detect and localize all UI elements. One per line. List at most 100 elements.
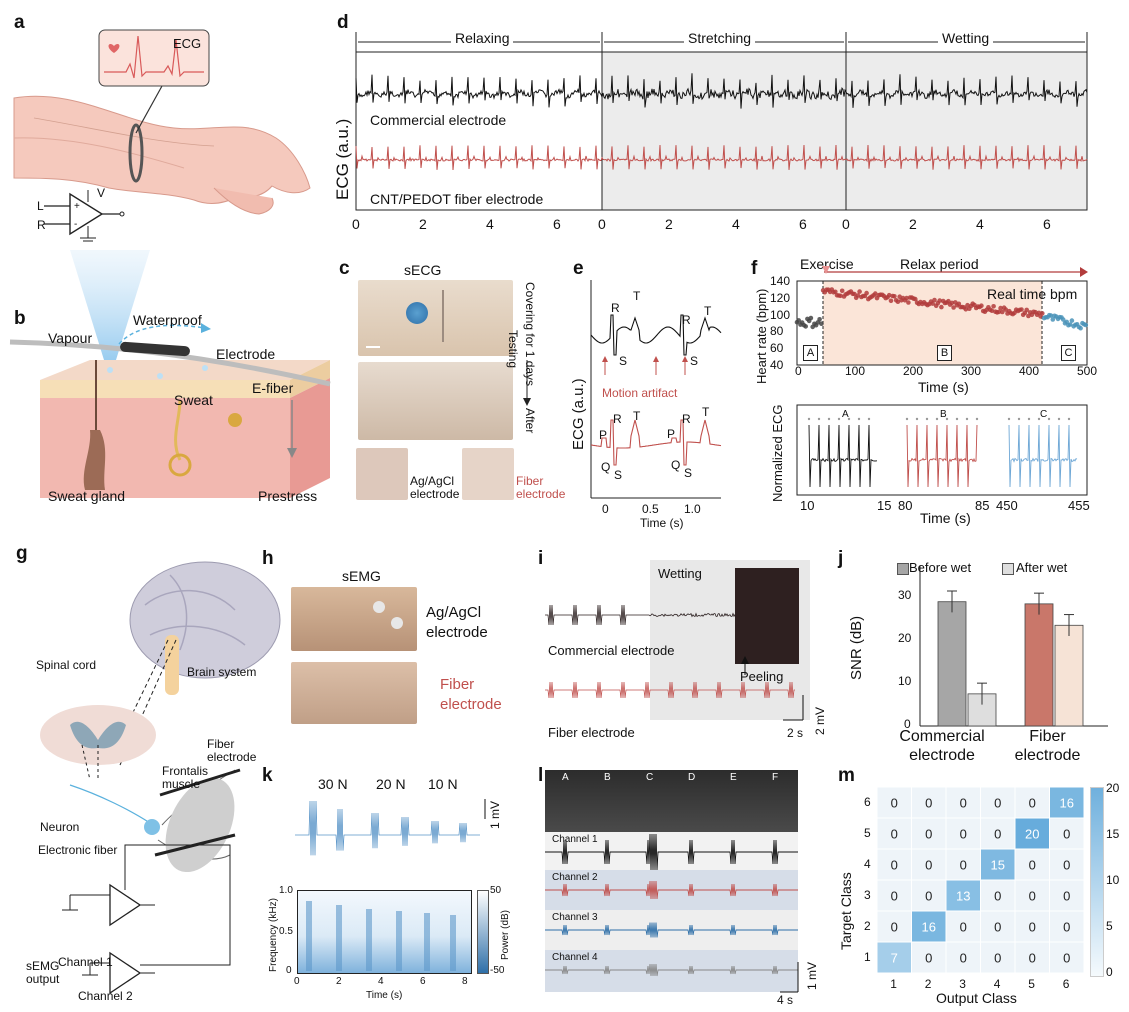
norm-dot-8 bbox=[915, 417, 919, 421]
cell-value-1-2: 0 bbox=[925, 951, 932, 966]
hr-point-68 bbox=[913, 296, 918, 302]
j-cat2: Fiber electrode bbox=[1014, 728, 1081, 764]
force-10: 10 N bbox=[428, 776, 458, 792]
h-title: sEMG bbox=[342, 568, 381, 584]
e-Q1: Q bbox=[601, 460, 611, 474]
j-cat1: Commercial electrode bbox=[899, 728, 985, 764]
i-fiber-label: Fiber electrode bbox=[548, 725, 635, 740]
m-cbar-tick-3: 5 bbox=[1106, 919, 1113, 933]
m-xtick-2: 2 bbox=[924, 977, 932, 991]
ecg-label: ECG bbox=[173, 36, 202, 51]
segment-stretching: Stretching bbox=[684, 30, 756, 46]
cell-value-1-6: 0 bbox=[1063, 951, 1070, 966]
semg-wetting-plot bbox=[545, 568, 804, 721]
hr-point-120 bbox=[1003, 307, 1009, 312]
cell-2-4 bbox=[980, 910, 1016, 943]
cell-value-1-1: 7 bbox=[891, 951, 898, 966]
cell-value-5-4: 0 bbox=[994, 827, 1001, 842]
covering-arrow-icon bbox=[523, 360, 531, 406]
channel-1-label: Channel 1 bbox=[552, 834, 598, 845]
cell-5-6 bbox=[1049, 817, 1085, 850]
norm-ecg-B bbox=[906, 424, 978, 488]
gesture-C: C bbox=[646, 772, 654, 783]
semg-agagcl-photo bbox=[291, 587, 417, 651]
d-tick-8: 0 bbox=[842, 216, 850, 232]
f-xtick-4: 400 bbox=[1019, 364, 1040, 378]
panel-label-b: b bbox=[14, 308, 26, 329]
c-fiber-label: Fiber electrode bbox=[516, 474, 566, 501]
norm-dot-14 bbox=[975, 417, 979, 421]
e-T3: T bbox=[633, 409, 641, 423]
spec-burst-2 bbox=[336, 905, 342, 971]
norm-dot-9 bbox=[925, 417, 929, 421]
hr-point-157 bbox=[1067, 322, 1073, 327]
cbar-max: 50 bbox=[490, 885, 502, 896]
m-cbar-tick-4: 0 bbox=[1106, 965, 1113, 979]
fiber-closeup-photo bbox=[462, 448, 514, 500]
hr-point-87 bbox=[946, 298, 951, 304]
norm-dot-19 bbox=[1047, 417, 1051, 421]
bar-0-0 bbox=[937, 601, 967, 727]
e-S1: S bbox=[619, 354, 628, 368]
cell-1-4 bbox=[980, 941, 1016, 974]
fiber-label: CNT/PEDOT fiber electrode bbox=[370, 191, 544, 207]
channel1-trace bbox=[545, 833, 798, 871]
e-commercial-trace bbox=[590, 314, 722, 356]
hr-point-132 bbox=[1024, 307, 1029, 313]
e-T4: T bbox=[702, 405, 710, 419]
relax-period-label: Relax period bbox=[900, 256, 979, 272]
cell-2-5 bbox=[1014, 910, 1050, 943]
e-S2: S bbox=[690, 354, 699, 368]
spectrogram bbox=[297, 890, 472, 974]
cell-2-1 bbox=[876, 910, 912, 943]
k-xtick-1: 2 bbox=[336, 976, 342, 987]
hr-point-98 bbox=[965, 302, 970, 308]
m-xtick-4: 4 bbox=[993, 977, 1001, 991]
hr-point-106 bbox=[979, 303, 984, 308]
cell-value-2-5: 0 bbox=[1029, 920, 1036, 935]
cell-1-5 bbox=[1014, 941, 1050, 974]
hr-point-63 bbox=[904, 295, 909, 301]
hr-point-26 bbox=[839, 288, 845, 294]
hr-point-89 bbox=[949, 300, 955, 306]
d-tick-11: 6 bbox=[1043, 216, 1051, 232]
testing-label: Testing bbox=[506, 330, 520, 369]
e-ecg-axes bbox=[590, 280, 722, 499]
f-ytick-4: 60 bbox=[770, 341, 784, 356]
norm-label-C: C bbox=[1040, 409, 1048, 420]
d-tick-9: 2 bbox=[909, 216, 917, 232]
norm-tick-80: 80 bbox=[898, 498, 913, 513]
cell-4-4 bbox=[980, 848, 1016, 881]
realtime-label: Real time bpm bbox=[987, 286, 1078, 302]
vapour-cone bbox=[70, 250, 150, 360]
cell-value-4-2: 0 bbox=[925, 858, 932, 873]
m-colorbar bbox=[1090, 787, 1104, 977]
i-fiber-trace bbox=[545, 681, 795, 699]
channel3-trace bbox=[545, 922, 798, 938]
cell-value-2-2: 16 bbox=[922, 920, 936, 935]
j-ytick-3: 0 bbox=[904, 717, 911, 731]
k-xtick-3: 6 bbox=[420, 976, 426, 987]
hr-point-112 bbox=[989, 308, 995, 313]
d-tick-0: 0 bbox=[352, 216, 360, 232]
panel-label-i: i bbox=[538, 548, 544, 569]
cell-value-4-6: 0 bbox=[1063, 858, 1070, 873]
hr-point-163 bbox=[1078, 325, 1083, 331]
motion-artifact-label: Motion artifact bbox=[602, 386, 678, 400]
k-scale-v: 1 mV bbox=[488, 800, 502, 829]
cell-value-1-4: 0 bbox=[994, 951, 1001, 966]
cell-value-6-4: 0 bbox=[994, 796, 1001, 811]
shaded-region bbox=[602, 52, 1087, 210]
cell-3-2 bbox=[911, 879, 947, 912]
cell-value-3-1: 0 bbox=[891, 889, 898, 904]
m-xtick-1: 1 bbox=[890, 977, 897, 991]
force-30: 30 N bbox=[318, 776, 348, 792]
hr-point-58 bbox=[895, 299, 901, 304]
cell-4-6 bbox=[1049, 848, 1085, 881]
m-cbar-tick-2: 10 bbox=[1106, 873, 1120, 887]
cell-5-4 bbox=[980, 817, 1016, 850]
f-xtick-1: 100 bbox=[845, 364, 866, 378]
cell-value-6-6: 16 bbox=[1060, 796, 1074, 811]
hr-point-56 bbox=[892, 294, 897, 299]
e-xlabel: Time (s) bbox=[640, 516, 684, 530]
